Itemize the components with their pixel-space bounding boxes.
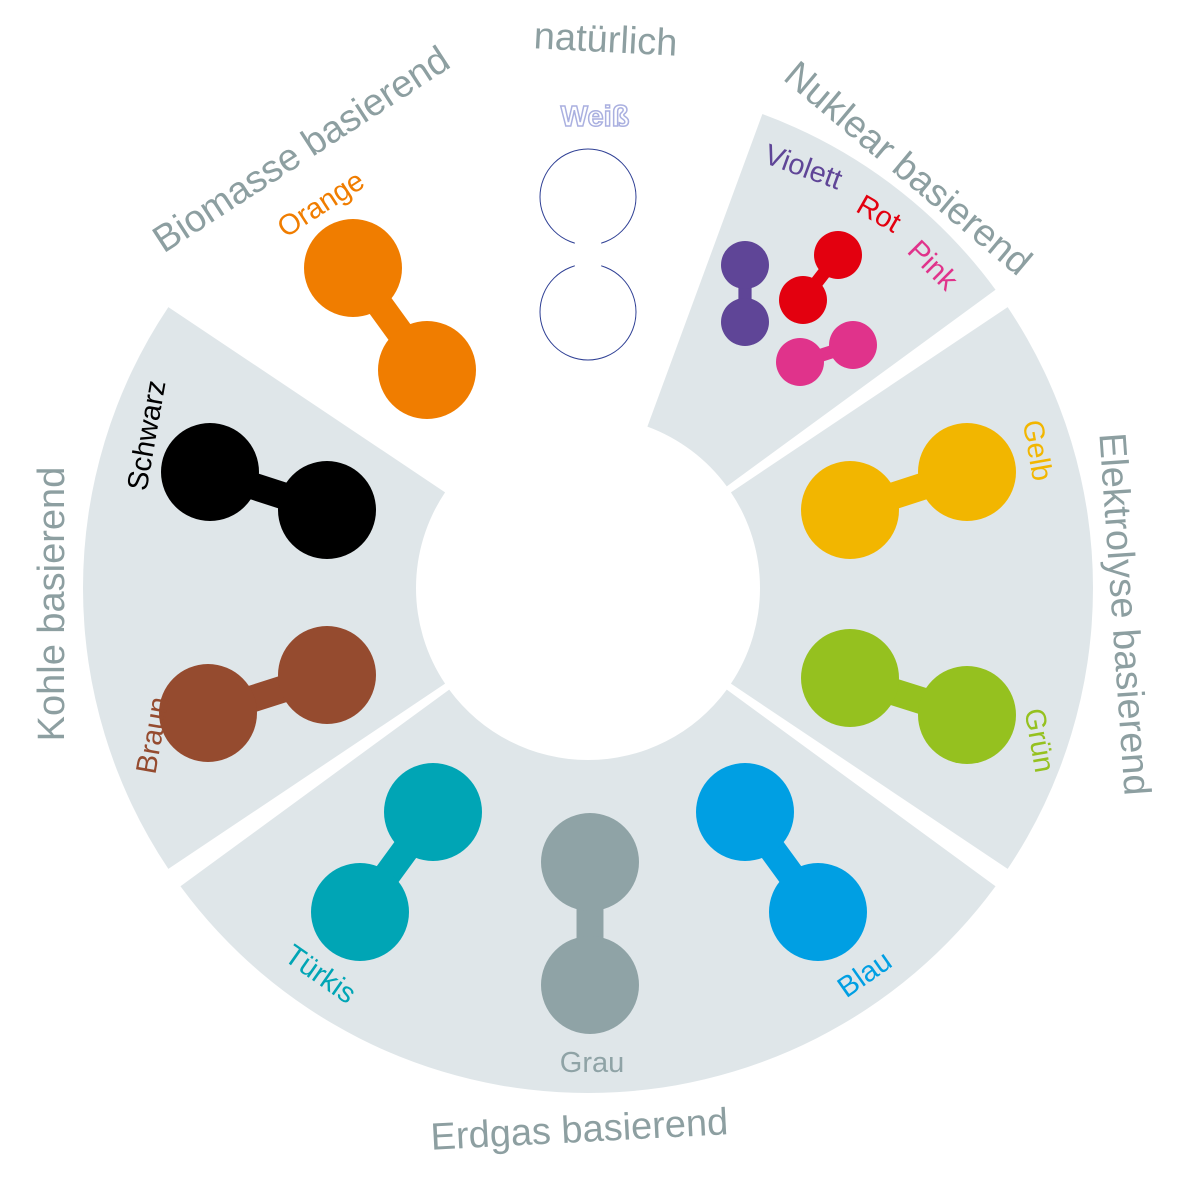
molecule-yellow: [801, 423, 1016, 559]
atom: [769, 863, 867, 961]
atom: [801, 629, 899, 727]
atom: [159, 664, 257, 762]
atom: [278, 626, 376, 724]
atom: [814, 231, 862, 279]
atom: [539, 263, 637, 361]
molecule-white: [539, 148, 637, 361]
molecule-pink: [776, 321, 877, 386]
atom: [378, 321, 476, 419]
atom: [696, 763, 794, 861]
label-grey: Grau: [560, 1047, 624, 1079]
molecules: [159, 148, 1016, 1034]
category-natural-gas: Erdgas basierend: [430, 1101, 730, 1159]
molecule-turquoise: [311, 763, 482, 961]
molecule-grey: [541, 813, 639, 1034]
molecule-black: [161, 423, 376, 559]
molecule-blue: [696, 763, 867, 961]
molecule-orange: [304, 219, 476, 419]
atom: [779, 276, 827, 324]
category-electrolysis: Elektrolyse basierend: [1090, 431, 1157, 796]
atom: [918, 666, 1016, 764]
atom: [776, 338, 824, 386]
molecule-brown: [159, 626, 376, 762]
atom: [539, 148, 637, 246]
category-coal: Kohle basierend: [31, 467, 73, 742]
atom: [311, 863, 409, 961]
atom: [161, 423, 259, 521]
molecule-green: [801, 629, 1016, 764]
atom: [541, 936, 639, 1034]
atom: [721, 298, 769, 346]
molecule-red: [779, 231, 862, 324]
label-white: Weiß: [561, 101, 630, 133]
molecule-violet: [721, 241, 769, 346]
atom: [304, 219, 402, 317]
molecule-bond: [574, 240, 602, 269]
atom: [278, 461, 376, 559]
atom: [384, 763, 482, 861]
atom: [918, 423, 1016, 521]
atom: [721, 241, 769, 289]
category-natural: natürlich: [533, 15, 679, 64]
atom: [829, 321, 877, 369]
atom: [541, 813, 639, 911]
atom: [801, 461, 899, 559]
